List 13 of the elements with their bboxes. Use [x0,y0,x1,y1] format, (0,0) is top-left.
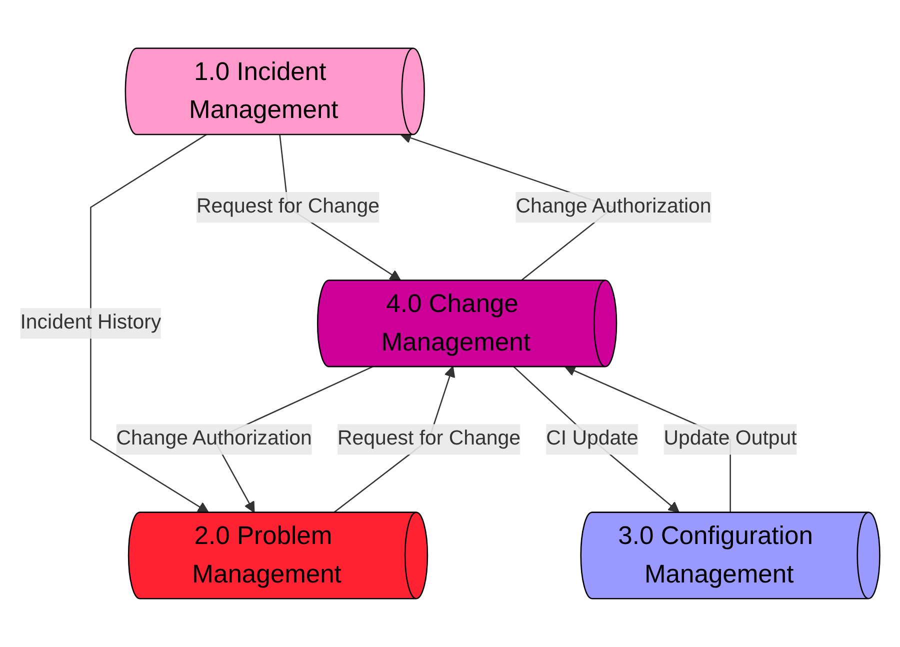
node-text: 2.0 Problem Management [192,522,342,589]
arrow [513,366,680,513]
edge-label: Change Authorization [516,196,712,218]
edge-label: Update Output [664,428,797,450]
edge-label: Change Authorization [116,428,312,450]
node-text: 4.0 Change Management [381,290,530,357]
edge-label: Request for Change [196,196,380,218]
node-text: 3.0 Configuration Management [618,522,813,589]
edge-label: Incident History [20,312,162,334]
arrow [90,134,209,513]
node-text: 1.0 Incident Management [189,58,338,125]
edge-label: CI Update [546,428,638,450]
edge-label: Request for Change [337,428,521,450]
